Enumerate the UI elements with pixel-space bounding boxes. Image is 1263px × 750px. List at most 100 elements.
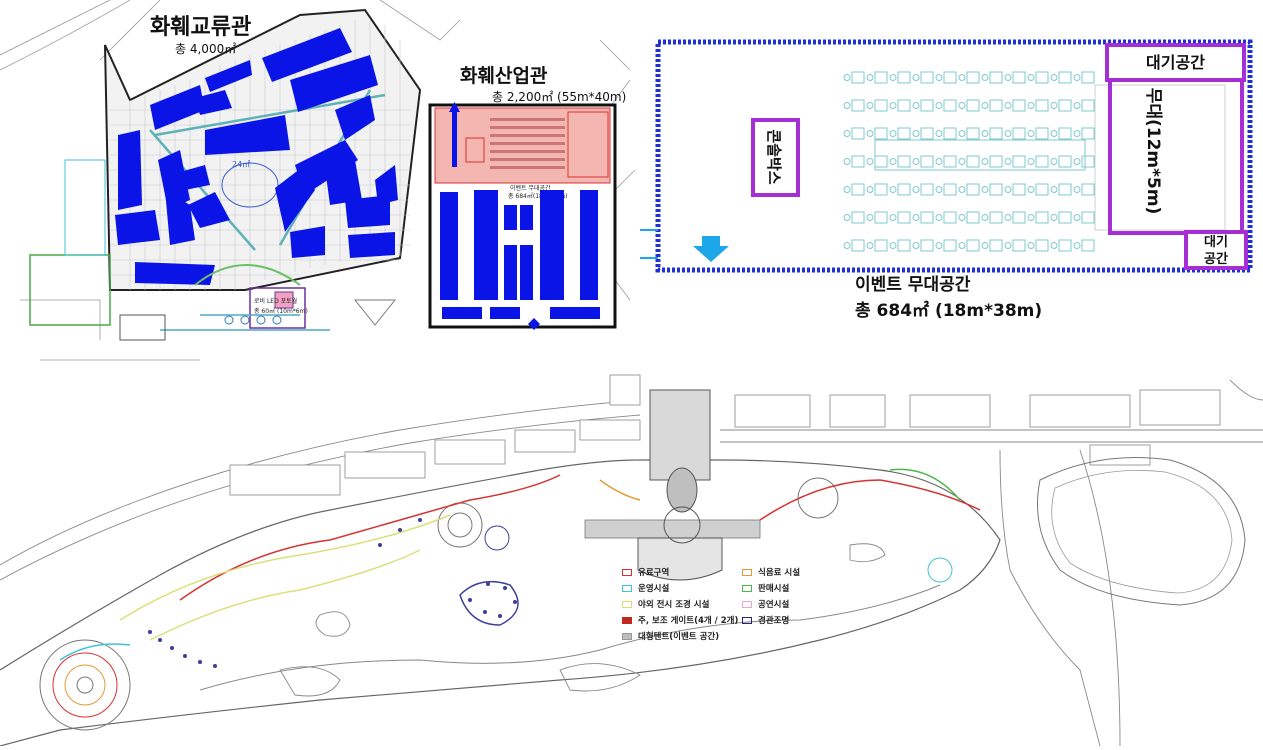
chair bbox=[874, 211, 888, 224]
chair bbox=[966, 71, 980, 84]
chair-marker bbox=[935, 158, 943, 165]
chair bbox=[920, 99, 934, 112]
park-site-plan: 유료구역 식음료 시설 운영시설 판매시설 야외 전시 조경 시설 공연시설 주… bbox=[0, 370, 1263, 747]
event-stage-drawing: 무대(12m*5m) 대기공간 대기 공간 콘솔박스 이벤트 무대공간 총 68… bbox=[640, 39, 1253, 321]
chair-marker bbox=[866, 214, 874, 221]
chair bbox=[1035, 239, 1049, 252]
chair-marker bbox=[958, 130, 966, 137]
chair bbox=[989, 211, 1003, 224]
buildings bbox=[229, 374, 1221, 496]
exchange-hall-booths bbox=[115, 28, 398, 285]
chair bbox=[989, 183, 1003, 196]
circular-features bbox=[39, 477, 953, 731]
legend-item: 판매시설 bbox=[742, 582, 789, 594]
chair bbox=[966, 211, 980, 224]
chair-marker bbox=[1073, 102, 1081, 109]
chair bbox=[1058, 155, 1072, 168]
console-box-label: 콘솔박스 bbox=[765, 129, 783, 184]
legend-item: 유료구역 bbox=[622, 566, 669, 578]
waiting-space-top-label: 대기공간 bbox=[1146, 53, 1205, 72]
chair-marker bbox=[1050, 214, 1058, 221]
site-lines bbox=[0, 0, 636, 361]
chair bbox=[989, 239, 1003, 252]
chair-marker bbox=[958, 186, 966, 193]
stage-title: 이벤트 무대공간 bbox=[855, 275, 971, 295]
chair-marker bbox=[981, 102, 989, 109]
chair-marker bbox=[1050, 242, 1058, 249]
industry-hall-title: 화훼산업관 bbox=[460, 65, 548, 87]
chair bbox=[851, 239, 865, 252]
chair bbox=[1058, 71, 1072, 84]
chair bbox=[1035, 127, 1049, 140]
chair-marker bbox=[1004, 242, 1012, 249]
chair-marker bbox=[866, 130, 874, 137]
chair bbox=[1081, 211, 1095, 224]
legend-label: 유료구역 bbox=[638, 568, 670, 578]
chair-marker bbox=[1073, 158, 1081, 165]
chair bbox=[920, 155, 934, 168]
chair bbox=[1058, 239, 1072, 252]
chair-marker bbox=[843, 74, 851, 81]
chair-marker bbox=[1073, 130, 1081, 137]
chair-marker bbox=[935, 186, 943, 193]
legend-swatch bbox=[622, 600, 632, 608]
chair-marker bbox=[889, 130, 897, 137]
chair-marker bbox=[889, 102, 897, 109]
chair bbox=[1035, 99, 1049, 112]
chair bbox=[1081, 127, 1095, 140]
chair bbox=[897, 183, 911, 196]
legend-swatch bbox=[622, 616, 632, 624]
legend-item: 운영시설 bbox=[622, 582, 669, 594]
chair bbox=[943, 99, 957, 112]
chair-marker bbox=[981, 242, 989, 249]
chair-marker bbox=[843, 102, 851, 109]
chair-marker bbox=[1073, 214, 1081, 221]
chair-marker bbox=[912, 242, 920, 249]
chair bbox=[1035, 211, 1049, 224]
legend-item: 대형텐트(이벤트 공간) bbox=[622, 630, 719, 642]
chair bbox=[989, 99, 1003, 112]
chair bbox=[920, 183, 934, 196]
halls-floorplan: 24㎡ 로비 LED bbox=[0, 0, 640, 370]
landscape-lights bbox=[148, 518, 517, 668]
chair-marker bbox=[958, 102, 966, 109]
chair-marker bbox=[981, 186, 989, 193]
chair-marker bbox=[912, 102, 920, 109]
chair bbox=[1012, 71, 1026, 84]
industry-inner-label-1: 이벤트 무대공간 bbox=[510, 184, 551, 192]
chair bbox=[897, 71, 911, 84]
chair bbox=[943, 183, 957, 196]
chair bbox=[897, 99, 911, 112]
chair-marker bbox=[1004, 74, 1012, 81]
chair bbox=[851, 155, 865, 168]
chair-marker bbox=[889, 242, 897, 249]
chair bbox=[1012, 99, 1026, 112]
chair-marker bbox=[958, 242, 966, 249]
chair-marker bbox=[1073, 74, 1081, 81]
chair-marker bbox=[1004, 102, 1012, 109]
chair bbox=[1081, 155, 1095, 168]
chair-marker bbox=[912, 214, 920, 221]
legend-swatch bbox=[622, 632, 632, 640]
waiting-space-top bbox=[1105, 43, 1246, 82]
legend-label: 야외 전시 조경 시설 bbox=[638, 600, 710, 610]
chair-marker bbox=[866, 158, 874, 165]
legend-swatch bbox=[742, 600, 752, 608]
chair-marker bbox=[889, 214, 897, 221]
stage-label: 무대(12m*5m) bbox=[1143, 88, 1163, 215]
chair bbox=[1058, 211, 1072, 224]
chair bbox=[920, 211, 934, 224]
chair-marker bbox=[935, 74, 943, 81]
chair-marker bbox=[889, 74, 897, 81]
legend-swatch bbox=[622, 568, 632, 576]
chair bbox=[897, 127, 911, 140]
chair bbox=[897, 155, 911, 168]
chair-marker bbox=[912, 74, 920, 81]
console-box bbox=[751, 118, 800, 197]
stage-seats bbox=[490, 118, 565, 169]
chair-marker bbox=[843, 130, 851, 137]
lobby-structure: 로비 LED 포토월 총 60㎡ (10m*6m) bbox=[29, 159, 397, 341]
chair bbox=[874, 239, 888, 252]
chair-marker bbox=[981, 214, 989, 221]
legend-item: 식음료 시설 bbox=[742, 566, 800, 578]
